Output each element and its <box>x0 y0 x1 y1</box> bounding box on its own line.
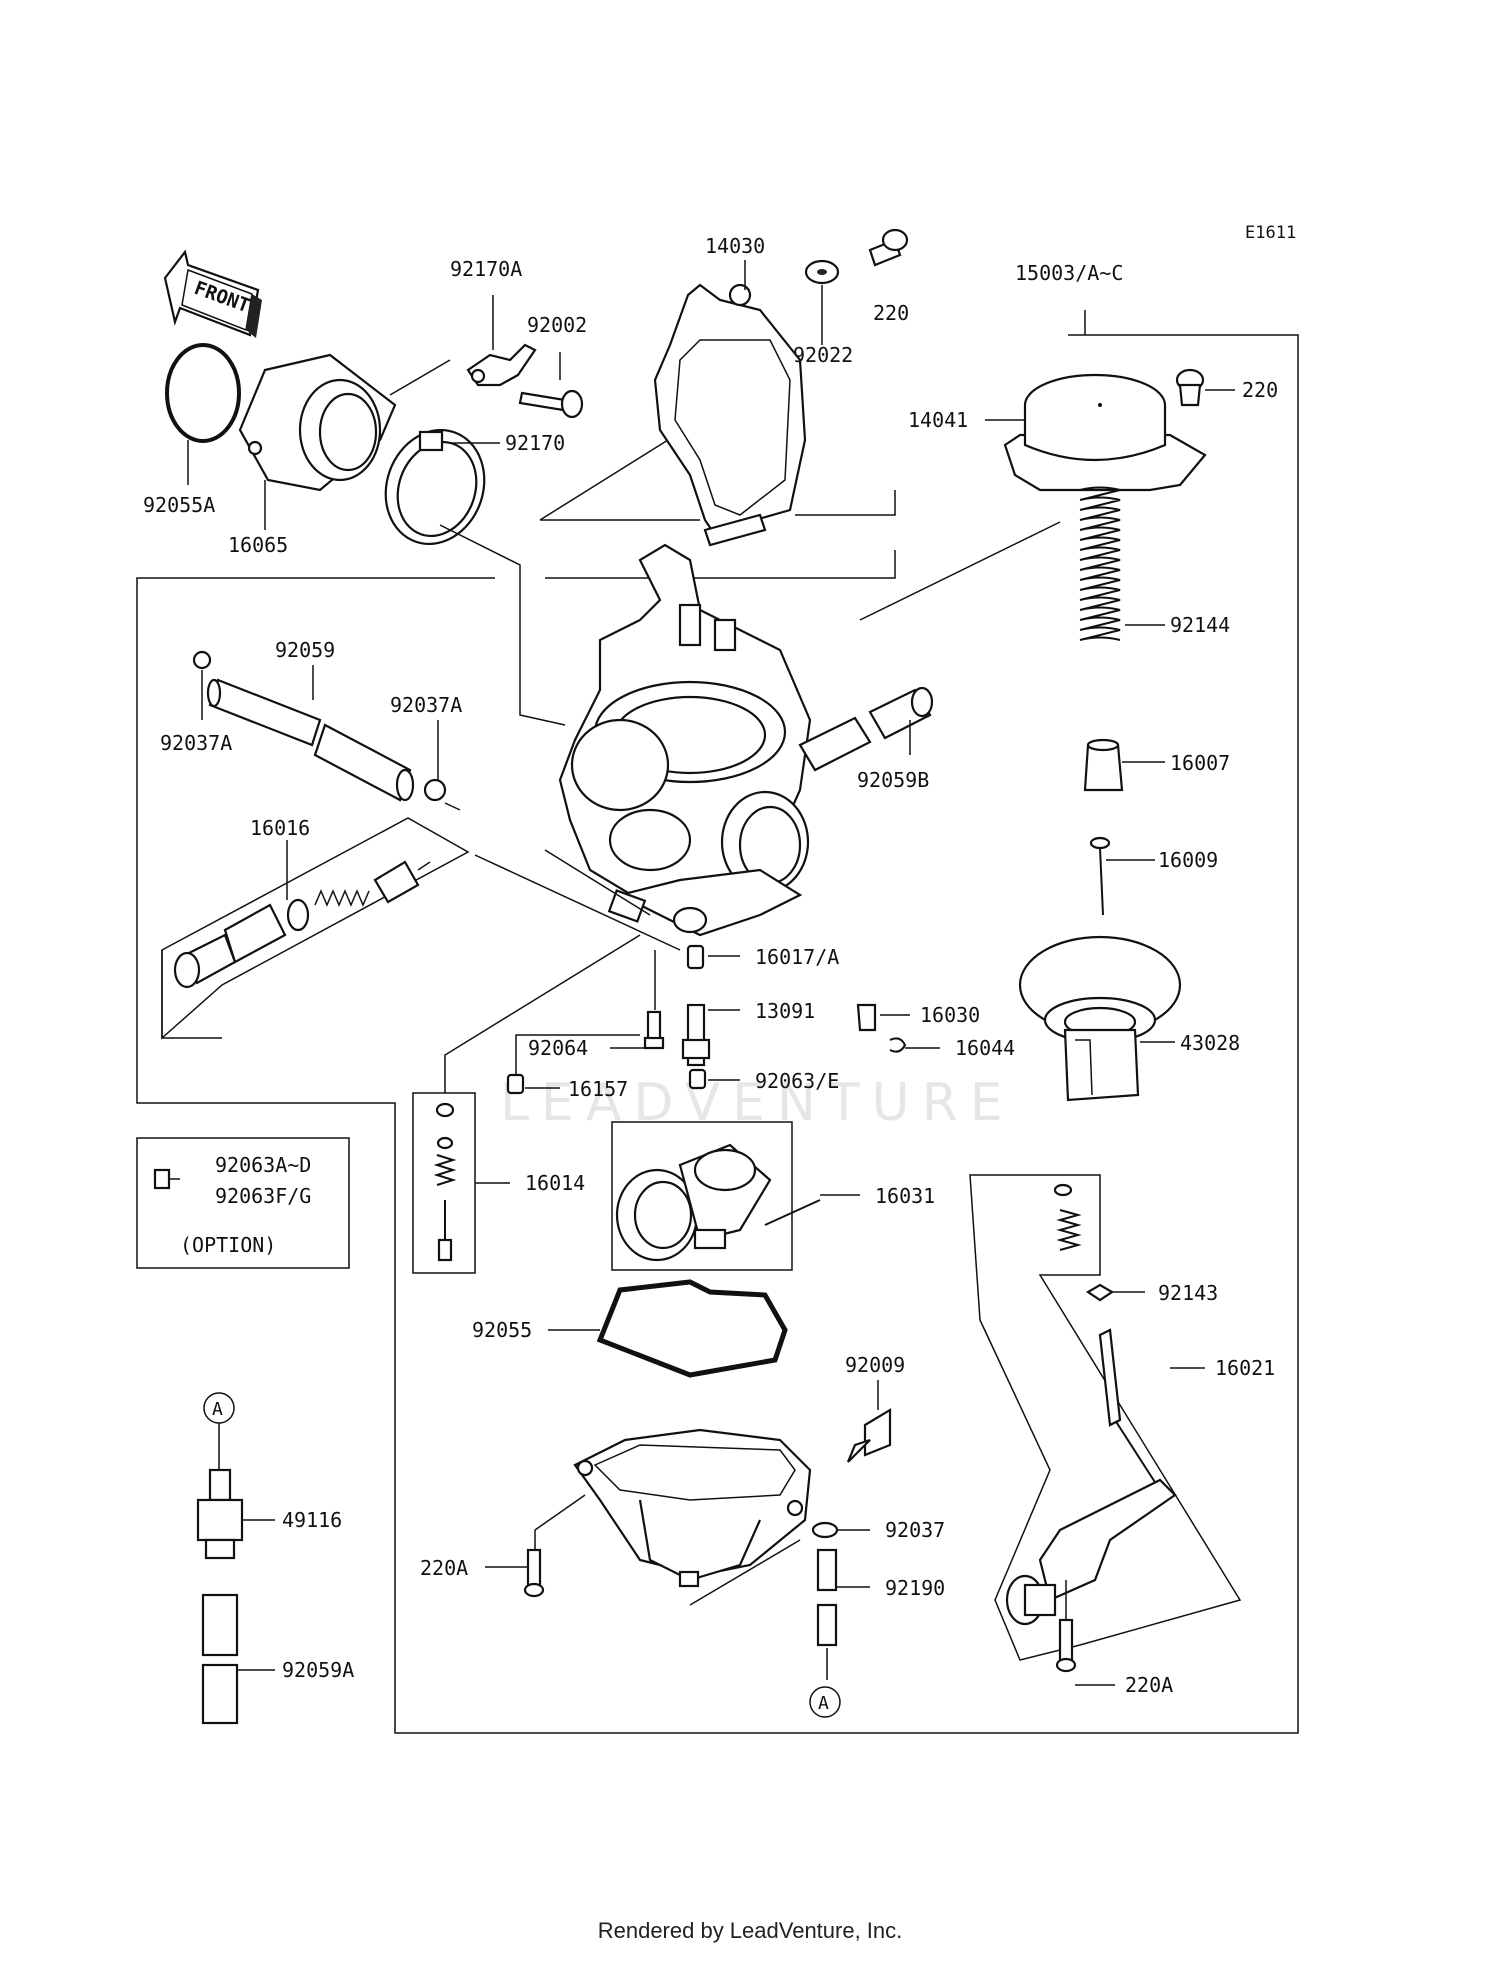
option-box: 92063A~D 92063F/G (OPTION) <box>136 1137 350 1269</box>
option-note: (OPTION) <box>180 1233 276 1257</box>
screw-92064 <box>643 1010 665 1050</box>
main-jet-16017 <box>686 944 705 970</box>
pipe-92059 <box>206 678 415 802</box>
diaphragm <box>1018 935 1182 1102</box>
label-92063E: 92063/E <box>755 1069 839 1093</box>
front-arrow-icon <box>163 249 262 338</box>
label-92009: 92009 <box>845 1353 905 1377</box>
screw-220A-right <box>1055 1618 1077 1673</box>
pilot-screw-set <box>161 817 470 1040</box>
watermark: LEADVENTURE <box>500 1073 1015 1133</box>
spring-92144 <box>1079 486 1121 641</box>
pipe-92059B <box>798 686 934 772</box>
jet-92063E <box>688 1068 707 1090</box>
label-220-cap: 220 <box>1242 378 1278 402</box>
label-92037A-right: 92037A <box>390 693 462 717</box>
diagram-code: E1611 <box>1245 223 1296 243</box>
part-labels: 92170A 14030 92002 220 92022 15003/A~C 2… <box>143 234 1278 1697</box>
label-92037A-left: 92037A <box>160 731 232 755</box>
label-16014: 16014 <box>525 1171 585 1195</box>
top-cap <box>1003 373 1207 492</box>
label-16157: 16157 <box>568 1077 628 1101</box>
label-92037: 92037 <box>885 1518 945 1542</box>
clip-16044 <box>889 1037 907 1053</box>
label-16065: 16065 <box>228 533 288 557</box>
label-16030: 16030 <box>920 1003 980 1027</box>
pipe-92059A <box>201 1593 239 1725</box>
label-16044: 16044 <box>955 1036 1015 1060</box>
o-ring-92055A <box>165 343 241 443</box>
label-220-top: 220 <box>873 301 909 325</box>
option-part-2: 92063F/G <box>215 1184 311 1208</box>
label-16021: 16021 <box>1215 1356 1275 1380</box>
label-92170: 92170 <box>505 431 565 455</box>
screw-220A-left <box>523 1548 545 1598</box>
intake-holder <box>238 353 397 492</box>
label-92170A: 92170A <box>450 257 522 281</box>
label-14041: 14041 <box>908 408 968 432</box>
label-13091: 13091 <box>755 999 815 1023</box>
pilot-needle-set <box>412 1092 476 1274</box>
float-valve-16030 <box>856 1003 877 1032</box>
label-15003: 15003/A~C <box>1015 261 1123 285</box>
float-bowl <box>573 1428 812 1588</box>
svg-text:A: A <box>818 1693 829 1714</box>
pilot-jet-16157 <box>506 1073 525 1095</box>
drain-screw-92009 <box>846 1408 892 1463</box>
label-14030: 14030 <box>705 234 765 258</box>
label-92002: 92002 <box>527 313 587 337</box>
label-16007: 16007 <box>1170 751 1230 775</box>
choke-set <box>969 1174 1242 1661</box>
label-92022: 92022 <box>793 343 853 367</box>
bracket-92170A <box>466 343 537 387</box>
label-92143: 92143 <box>1158 1281 1218 1305</box>
carb-cover <box>653 283 807 547</box>
carburetor-body <box>558 543 812 937</box>
label-92059A: 92059A <box>282 1658 354 1682</box>
label-92064: 92064 <box>528 1036 588 1060</box>
clamp <box>384 428 486 546</box>
needle-jet-13091 <box>681 1003 711 1067</box>
label-16031: 16031 <box>875 1184 935 1208</box>
clip-92037A-right <box>423 778 447 802</box>
float-bowl-gasket <box>596 1279 788 1378</box>
svg-text:A: A <box>212 1399 223 1420</box>
screw-220-cap <box>1175 368 1205 407</box>
pipe-92190 <box>816 1548 838 1647</box>
option-part-1: 92063A~D <box>215 1153 311 1177</box>
label-16017: 16017/A <box>755 945 839 969</box>
label-49116: 49116 <box>282 1508 342 1532</box>
clip-92037 <box>811 1521 839 1539</box>
needle-holder <box>1083 738 1124 792</box>
footer-credit: Rendered by LeadVenture, Inc. <box>597 1918 903 1943</box>
label-92055: 92055 <box>472 1318 532 1342</box>
label-220A-right: 220A <box>1125 1673 1173 1697</box>
jet-needle <box>1089 836 1111 916</box>
bolt-92002 <box>518 389 584 419</box>
label-92059B: 92059B <box>857 768 929 792</box>
clip-92037A-left <box>192 650 212 670</box>
throttle-unit <box>611 1121 821 1271</box>
label-43028: 43028 <box>1180 1031 1240 1055</box>
label-92144: 92144 <box>1170 613 1230 637</box>
label-92055A: 92055A <box>143 493 215 517</box>
label-220A-left: 220A <box>420 1556 468 1580</box>
ref-marker-a-right: A <box>809 1686 841 1718</box>
ref-marker-a-left: A <box>203 1392 235 1424</box>
screw-220-top <box>868 228 909 267</box>
label-92059: 92059 <box>275 638 335 662</box>
fitting-49116 <box>196 1468 244 1560</box>
label-92190: 92190 <box>885 1576 945 1600</box>
label-16009: 16009 <box>1158 848 1218 872</box>
label-16016: 16016 <box>250 816 310 840</box>
